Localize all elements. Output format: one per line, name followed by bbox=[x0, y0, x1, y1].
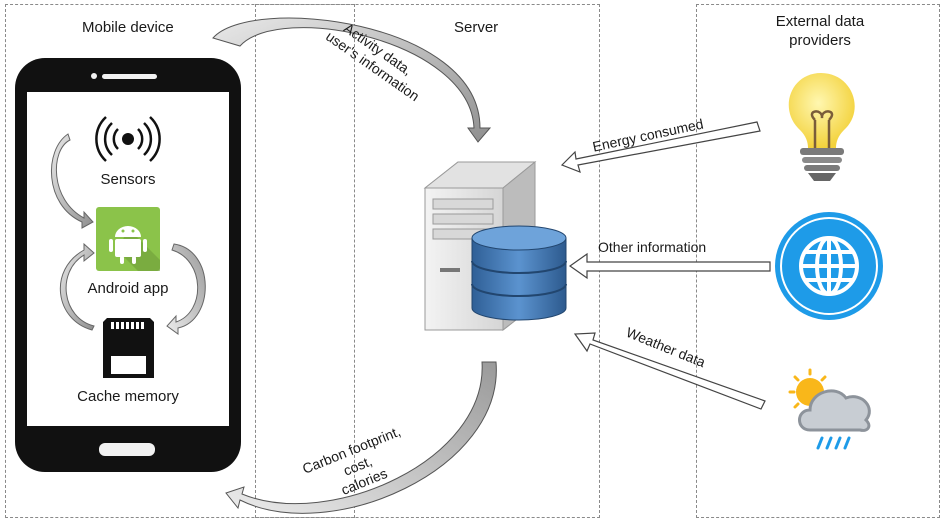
external-providers-title: External data providers bbox=[760, 12, 880, 50]
sensors-to-app-arrow bbox=[51, 133, 94, 229]
phone-home-button bbox=[99, 443, 155, 456]
mobile-device-title: Mobile device bbox=[82, 19, 174, 36]
energy-arrow bbox=[560, 121, 761, 173]
external-title-line1: External data bbox=[775, 13, 865, 30]
weather-icon bbox=[788, 368, 871, 450]
server-panel bbox=[255, 4, 600, 518]
external-providers-panel bbox=[696, 4, 940, 518]
light-bulb-icon bbox=[788, 73, 855, 181]
globe-icon bbox=[775, 212, 883, 320]
sensors-label: Sensors bbox=[100, 171, 156, 188]
download-arrow bbox=[225, 361, 497, 514]
app-to-cache-arrow bbox=[166, 243, 206, 335]
cache-memory-label: Cache memory bbox=[77, 388, 179, 405]
database-icon bbox=[471, 225, 567, 321]
phone-camera bbox=[91, 73, 97, 79]
upload-arrow bbox=[212, 17, 492, 143]
android-app-label: Android app bbox=[87, 280, 169, 297]
mobile-device-panel bbox=[5, 4, 355, 518]
sd-card-icon bbox=[103, 318, 154, 378]
other-info-arrow bbox=[568, 252, 771, 280]
other-info-label: Other information bbox=[598, 239, 707, 255]
cache-to-app-arrow bbox=[59, 242, 95, 331]
phone-speaker bbox=[102, 74, 157, 79]
server-title: Server bbox=[454, 19, 499, 36]
android-icon bbox=[96, 207, 160, 271]
wireless-signal-icon bbox=[95, 116, 161, 162]
external-title-line2: providers bbox=[789, 32, 851, 49]
weather-arrow bbox=[573, 332, 766, 410]
